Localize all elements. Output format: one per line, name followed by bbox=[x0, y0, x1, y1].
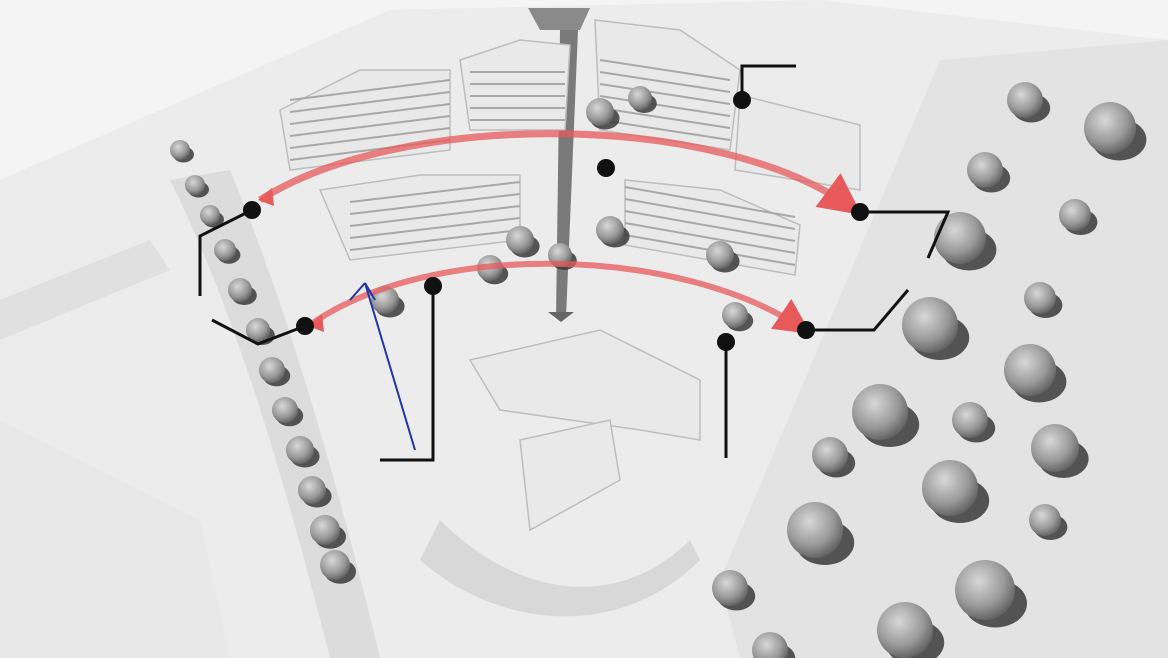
tree-icon bbox=[934, 212, 986, 264]
tree-icon bbox=[506, 226, 534, 254]
red-arc-arrow-upper bbox=[258, 130, 862, 215]
tree-icon bbox=[586, 98, 614, 126]
tree-icon bbox=[922, 460, 978, 516]
low-podium bbox=[468, 329, 701, 441]
facade-stripe bbox=[289, 103, 451, 125]
facade-stripe bbox=[624, 186, 796, 218]
facade-stripe bbox=[349, 229, 521, 251]
tree-icon bbox=[246, 318, 270, 342]
facade-stripe bbox=[289, 79, 451, 101]
tree-icon bbox=[286, 436, 314, 464]
facade-stripe bbox=[599, 59, 731, 81]
tree-icon bbox=[272, 397, 298, 423]
callout-dot-icon bbox=[717, 333, 735, 351]
callout-line-left-lower bbox=[211, 318, 306, 346]
red-arrow-head-upper-left bbox=[258, 188, 274, 206]
tree-icon bbox=[1029, 504, 1061, 536]
pavilion bbox=[519, 419, 621, 532]
facade-stripe bbox=[349, 205, 521, 227]
facade-stripe bbox=[599, 95, 731, 117]
tree-icon bbox=[1004, 344, 1056, 396]
facade-stripe bbox=[599, 71, 731, 93]
callout-dot-icon bbox=[797, 321, 815, 339]
tree-icon bbox=[214, 239, 236, 261]
facade-stripe bbox=[624, 198, 796, 230]
facade-stripe bbox=[289, 127, 451, 149]
tree-icon bbox=[596, 216, 624, 244]
facade-stripe bbox=[624, 210, 796, 242]
tree-icon bbox=[877, 602, 933, 658]
north-arrow-head-left bbox=[349, 282, 366, 301]
callout-dot-icon bbox=[851, 203, 869, 221]
callout-line-top-right bbox=[740, 64, 796, 100]
tree-icon bbox=[955, 560, 1015, 620]
tree-icon bbox=[320, 550, 350, 580]
tree-icon bbox=[259, 357, 285, 383]
tree-icon bbox=[228, 278, 252, 302]
tree-icon bbox=[812, 437, 848, 473]
tree-icon bbox=[298, 476, 326, 504]
callout-line-right-upper bbox=[860, 210, 951, 259]
callout-dot-icon bbox=[296, 317, 314, 335]
north-arrow-icon bbox=[364, 282, 416, 451]
tree-icon bbox=[628, 86, 652, 110]
tree-icon bbox=[170, 140, 190, 160]
loop-road bbox=[420, 520, 700, 617]
callout-line-center bbox=[380, 286, 435, 462]
tree-icon bbox=[787, 502, 843, 558]
tree-icon bbox=[902, 297, 958, 353]
facade-stripe bbox=[349, 193, 521, 215]
tree-icon bbox=[1031, 424, 1079, 472]
tree-icon bbox=[706, 241, 734, 269]
tree-icon bbox=[722, 302, 748, 328]
tree-icon bbox=[1084, 102, 1136, 154]
facade-stripe bbox=[599, 119, 731, 141]
callout-lines bbox=[198, 64, 951, 462]
tree-icon bbox=[200, 205, 220, 225]
tree-icon bbox=[310, 515, 340, 545]
tree-icon bbox=[952, 402, 988, 438]
callout-dots bbox=[243, 91, 869, 351]
callout-dot-icon bbox=[243, 201, 261, 219]
facade-stripe bbox=[289, 115, 451, 137]
tree-icon bbox=[967, 152, 1003, 188]
callout-dot-icon bbox=[424, 277, 442, 295]
tree-icon bbox=[185, 175, 205, 195]
callout-dot-icon bbox=[733, 91, 751, 109]
north-arrow-head-right bbox=[364, 282, 376, 301]
facade-stripe bbox=[289, 91, 451, 113]
facade-stripe bbox=[349, 181, 521, 203]
facade-stripe bbox=[599, 107, 731, 129]
callout-dot-icon bbox=[597, 159, 615, 177]
facade-stripe bbox=[624, 222, 796, 254]
road-southwest bbox=[0, 420, 230, 658]
tree-icon bbox=[1059, 199, 1091, 231]
road-west bbox=[0, 240, 170, 340]
callout-line-left-upper bbox=[198, 208, 253, 296]
tree-icon bbox=[752, 632, 788, 658]
shaft-tip bbox=[548, 312, 574, 322]
tree-icon bbox=[1024, 282, 1056, 314]
callout-line-right-lower bbox=[806, 289, 910, 332]
tree-icon bbox=[852, 384, 908, 440]
shaft-top bbox=[528, 8, 590, 30]
tree-cluster bbox=[170, 82, 1147, 658]
facade-stripe bbox=[349, 217, 521, 239]
tree-icon bbox=[1007, 82, 1043, 118]
red-arc-arrow-lower bbox=[308, 260, 811, 335]
facade-stripe bbox=[599, 83, 731, 105]
tree-icon bbox=[712, 570, 748, 606]
